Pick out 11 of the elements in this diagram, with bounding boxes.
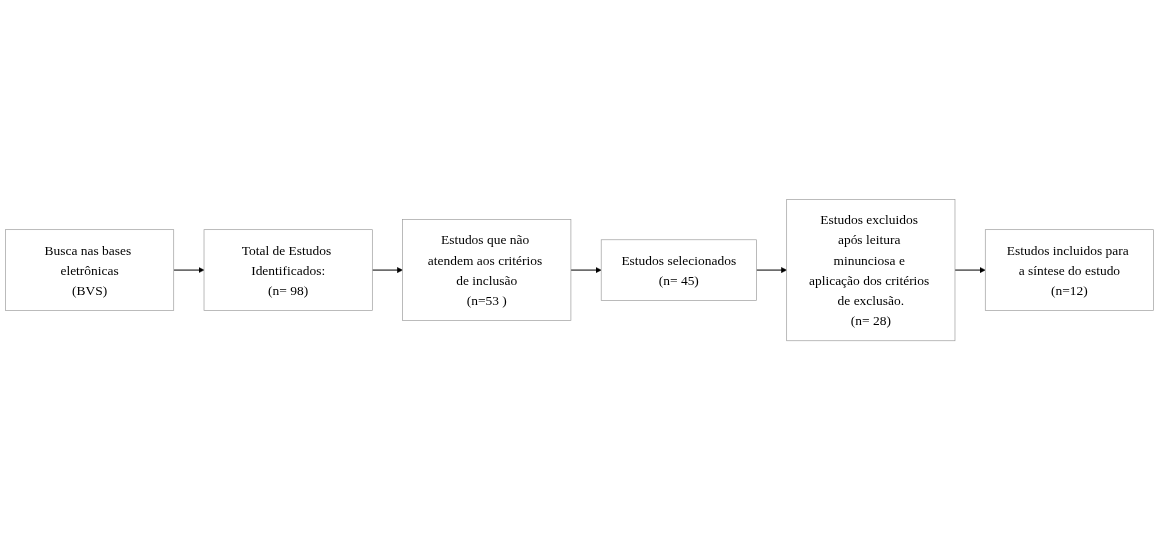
arrow <box>173 267 205 273</box>
node-box: Estudos que não atendem aos critérios de inclusão (n=53 ) <box>402 219 572 321</box>
arrow <box>755 267 787 273</box>
node-box: Estudos excluidos após leitura minunciosa e aplicação dos critérios de exclusão. (n= 28) <box>786 198 956 341</box>
arrow <box>570 267 602 273</box>
node-box: Busca nas bases eletrônicas (BVS) <box>5 229 175 311</box>
arrow <box>371 267 403 273</box>
node-box: Total de Estudos Identificados: (n= 98) <box>203 229 373 311</box>
arrow <box>954 267 986 273</box>
node-box: Estudos selecionados (n= 45) <box>600 239 757 301</box>
node-box: Estudos incluidos para a síntese do estudo (n=12) <box>984 229 1154 311</box>
